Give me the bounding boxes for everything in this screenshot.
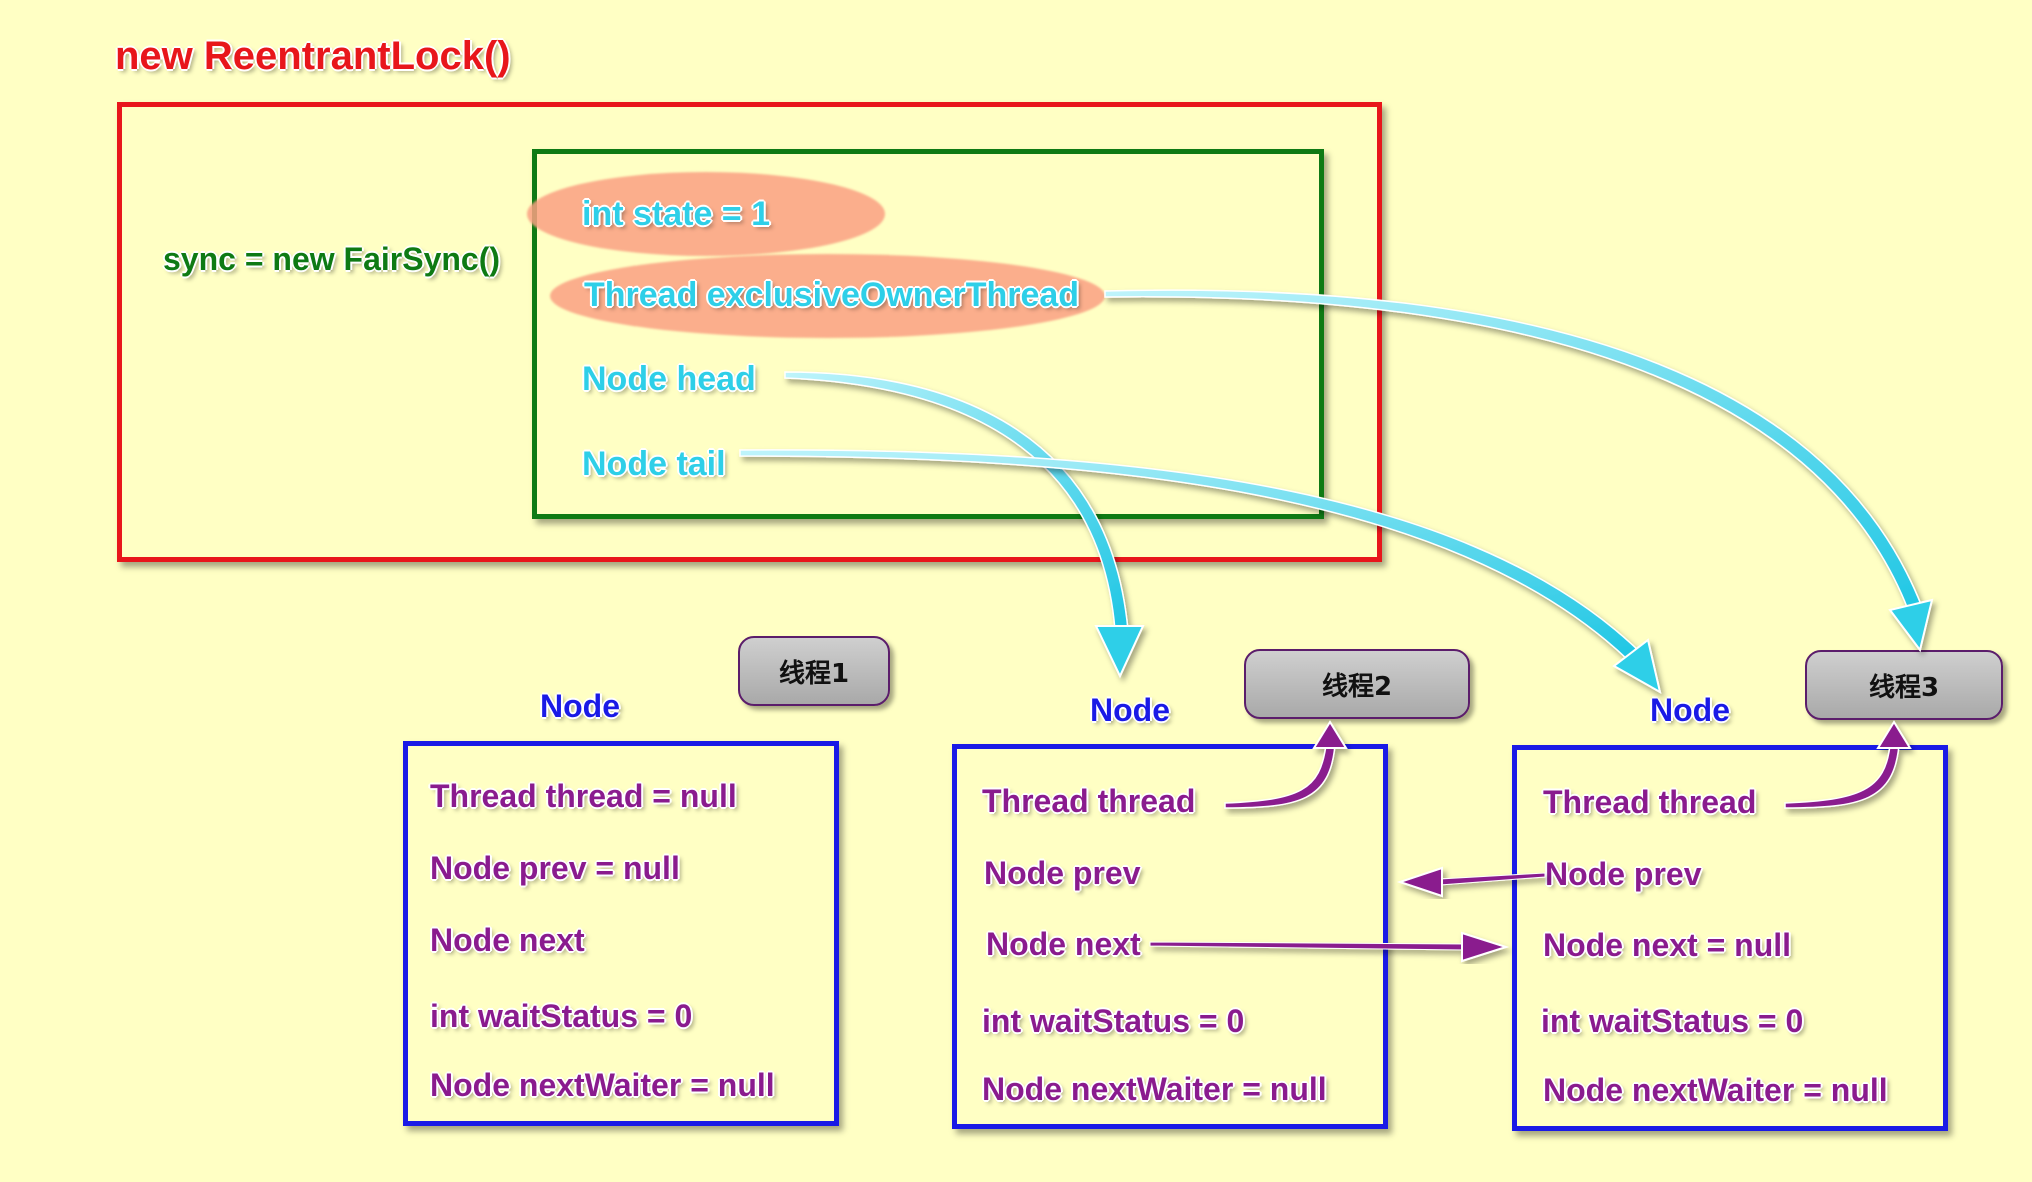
node-1-prev-field: Node prev = null [430,850,680,886]
node-2-thread-field: Thread thread [982,783,1196,819]
node-2-waitstatus-field: int waitStatus = 0 [982,1003,1245,1039]
node-3-next-field: Node next = null [1543,927,1792,963]
thread-2-badge: 线程2 [1244,649,1470,719]
tail-to-node3-arrow [739,449,1662,694]
node-2-label: Node [1090,692,1170,728]
fair-sync-box [532,149,1324,519]
node3-thread-to-badge-arrow [1784,720,1912,809]
diagram-title: new ReentrantLock() [115,34,511,78]
node-2-box [952,744,1388,1129]
node2-thread-to-badge-arrow [1224,720,1348,809]
node-2-next-field: Node next [986,926,1141,962]
node-1-waitstatus-field: int waitStatus = 0 [430,998,693,1034]
node-1-box [403,741,839,1126]
reentrant-lock-box [117,102,1382,562]
tail-field: Node tail [582,445,726,483]
node-2-nextwaiter-field: Node nextWaiter = null [982,1071,1327,1107]
state-highlight [527,172,885,256]
owner-field: Thread exclusiveOwnerThread [584,276,1080,314]
owner-highlight [550,254,1105,338]
node-1-thread-field: Thread thread = null [430,778,737,814]
node-1-next-field: Node next [430,922,585,958]
node-1-label: Node [540,688,620,724]
node-3-waitstatus-field: int waitStatus = 0 [1541,1003,1804,1039]
node-3-prev-field: Node prev [1545,856,1702,892]
node-1-nextwaiter-field: Node nextWaiter = null [430,1067,775,1103]
thread-1-badge: 线程1 [738,636,890,706]
state-field: int state = 1 [582,195,771,233]
head-field: Node head [582,360,756,398]
sync-label: sync = new FairSync() [163,241,501,277]
thread-3-badge: 线程3 [1805,650,2003,720]
node2-next-to-node3-arrow [1149,931,1510,963]
node-2-prev-field: Node prev [984,855,1141,891]
node-3-label: Node [1650,692,1730,728]
node-3-thread-field: Thread thread [1543,784,1757,820]
node-3-nextwaiter-field: Node nextWaiter = null [1543,1072,1888,1108]
node-3-box [1512,745,1948,1131]
node3-prev-to-node2-arrow [1396,866,1546,898]
head-to-node2-arrow [784,371,1145,679]
owner-to-thread3-arrow [1104,289,1934,653]
